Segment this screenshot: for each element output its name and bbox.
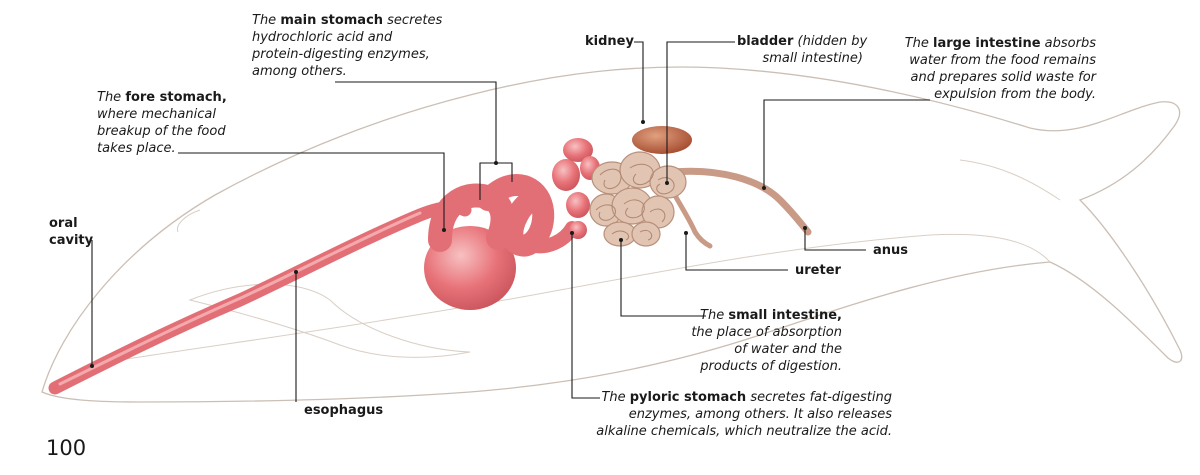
leader-lines (91, 41, 930, 402)
esophagus-label: esophagus (304, 403, 384, 418)
leader-dots (90, 120, 807, 368)
main-stomach-label: The main stomach secretes hydrochloric a… (252, 13, 443, 79)
pyloric-stomach-organ (552, 138, 600, 239)
small-intestine-coils (595, 163, 675, 241)
ureter-organ (669, 187, 713, 249)
esophagus-highlight (58, 211, 422, 386)
fore-stomach-label: The fore stomach, where mechanical break… (97, 90, 227, 156)
ureter-label: ureter (795, 263, 841, 278)
small-intestine-label: The small intestine, the place of absorp… (691, 308, 842, 374)
small-intestine-organ (589, 151, 687, 247)
anus-label: anus (873, 243, 909, 258)
whale-belly-line (119, 233, 1051, 361)
kidney-label: kidney (585, 34, 634, 49)
oral-cavity-label: oral cavity (49, 216, 94, 248)
esophagus-organ (48, 200, 472, 395)
whale-body-outline (41, 66, 1183, 403)
kidney-organ (632, 126, 692, 154)
whale-dorsal-line (959, 159, 1061, 201)
large-intestine-organ (668, 167, 812, 236)
page-number: 100 (46, 436, 87, 460)
whale-jaw-line (176, 209, 201, 233)
bladder-label: bladder (hidden by small intestine) (737, 34, 868, 66)
whale-flipper-outline (188, 283, 471, 358)
pyloric-stomach-label: The pyloric stomach secretes fat-digesti… (596, 390, 892, 439)
main-stomach-organ (477, 174, 555, 257)
large-intestine-label: The large intestine absorbs water from t… (904, 36, 1096, 102)
